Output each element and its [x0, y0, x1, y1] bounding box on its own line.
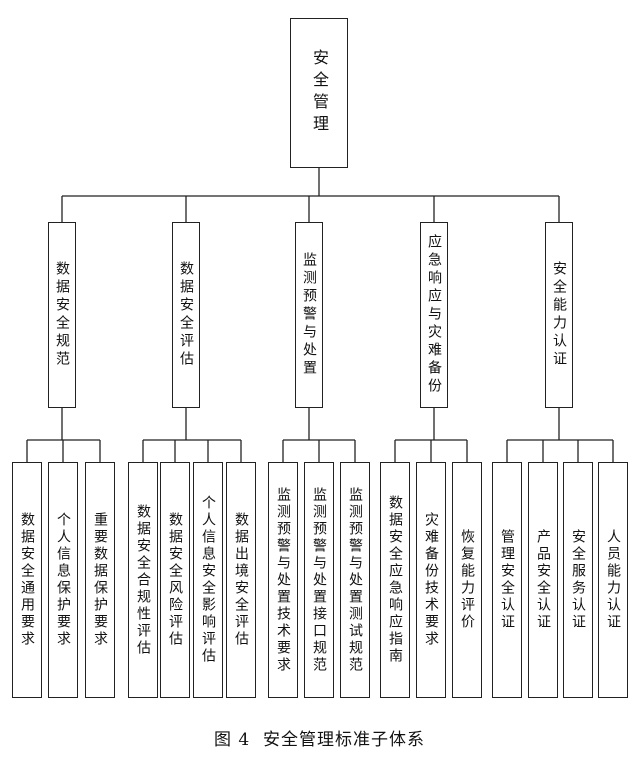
leaf-node: 个人信息安全影响评估: [193, 462, 223, 698]
leaf-node: 人员能力认证: [598, 462, 628, 698]
leaf-label: 数据安全应急响应指南: [387, 495, 403, 665]
root-node: 安全管理: [290, 18, 348, 168]
leaf-node: 数据出境安全评估: [226, 462, 256, 698]
figure-title: 安全管理标准子体系: [263, 730, 426, 750]
leaf-label: 个人信息保护要求: [55, 512, 71, 648]
category-label: 安全能力认证: [551, 261, 567, 369]
figure-number: 图 4: [213, 730, 251, 750]
category-node: 数据安全规范: [48, 222, 76, 408]
leaf-label: 恢复能力评价: [459, 529, 475, 631]
leaf-node: 恢复能力评价: [452, 462, 482, 698]
leaf-label: 灾难备份技术要求: [423, 512, 439, 648]
leaf-node: 灾难备份技术要求: [416, 462, 446, 698]
category-label: 应急响应与灾难备份: [426, 234, 442, 396]
category-label: 数据安全评估: [178, 261, 194, 369]
leaf-node: 管理安全认证: [492, 462, 522, 698]
category-node: 安全能力认证: [545, 222, 573, 408]
category-node: 监测预警与处置: [295, 222, 323, 408]
leaf-label: 数据安全合规性评估: [135, 503, 151, 657]
root-node-label: 安全管理: [310, 49, 329, 137]
category-node: 应急响应与灾难备份: [420, 222, 448, 408]
leaf-label: 个人信息安全影响评估: [200, 495, 216, 665]
leaf-node: 产品安全认证: [528, 462, 558, 698]
category-node: 数据安全评估: [172, 222, 200, 408]
leaf-node: 监测预警与处置技术要求: [268, 462, 298, 698]
leaf-label: 产品安全认证: [535, 529, 551, 631]
leaf-node: 数据安全合规性评估: [128, 462, 158, 698]
leaf-node: 监测预警与处置测试规范: [340, 462, 370, 698]
leaf-label: 监测预警与处置测试规范: [347, 486, 363, 674]
leaf-node: 数据安全通用要求: [12, 462, 42, 698]
leaf-label: 管理安全认证: [499, 529, 515, 631]
leaf-node: 监测预警与处置接口规范: [304, 462, 334, 698]
leaf-label: 监测预警与处置接口规范: [311, 486, 327, 674]
leaf-label: 重要数据保护要求: [92, 512, 108, 648]
leaf-node: 数据安全风险评估: [160, 462, 190, 698]
leaf-node: 安全服务认证: [563, 462, 593, 698]
figure-caption: 图 4 安全管理标准子体系: [0, 725, 639, 750]
category-label: 数据安全规范: [54, 261, 70, 369]
leaf-label: 监测预警与处置技术要求: [275, 486, 291, 674]
leaf-label: 安全服务认证: [570, 529, 586, 631]
leaf-label: 数据安全通用要求: [19, 512, 35, 648]
category-label: 监测预警与处置: [301, 252, 317, 378]
leaf-label: 人员能力认证: [605, 529, 621, 631]
leaf-node: 数据安全应急响应指南: [380, 462, 410, 698]
leaf-node: 个人信息保护要求: [48, 462, 78, 698]
leaf-node: 重要数据保护要求: [85, 462, 115, 698]
leaf-label: 数据出境安全评估: [233, 512, 249, 648]
leaf-label: 数据安全风险评估: [167, 512, 183, 648]
